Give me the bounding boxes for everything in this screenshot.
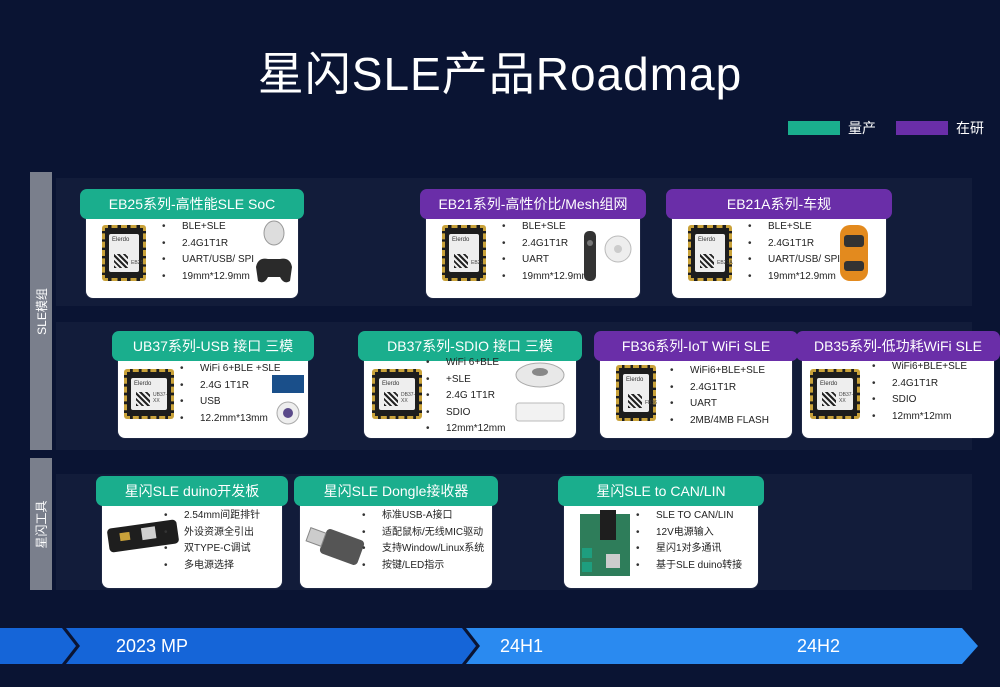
timeline-arrows [0,628,978,664]
legend-label: 在研 [956,120,984,136]
spec-list: WiFi6+BLE+SLE2.4G1T1RSDIO12mm*12mm [872,359,967,425]
card-title: DB35系列-低功耗WiFi SLE [796,331,1000,361]
legend-swatch-purple [896,121,948,135]
product-card-duino[interactable]: 星闪SLE duino开发板 2.54mm间距排针外设资源全引出双TYPE-C调… [96,476,288,588]
legend-item-in-development: 在研 [896,118,984,138]
dev-board-image [107,519,179,553]
spec-list: SLE TO CAN/LIN12V电源输入星闪1对多通讯基于SLE duino转… [636,508,742,574]
spec-list: WiFi 6+BLE +SLE2.4G 1T1RUSB12.2mm*13mm [180,361,281,427]
legend-swatch-green [788,121,840,135]
card-title: EB25系列-高性能SLE SoC [80,189,304,219]
spec-list: 2.54mm间距排针外设资源全引出双TYPE-C调试多电源选择 [164,508,260,574]
spec-list: BLE+SLE2.4G1T1RUART/USB/ SPI19mm*12.9mm [162,219,254,285]
product-card-dongle[interactable]: 星闪SLE Dongle接收器 标准USB-A接口适配鼠标/无线MIC驱动支持W… [294,476,498,588]
card-title: 星闪SLE Dongle接收器 [294,476,498,506]
monitor-and-camera-image [272,375,304,425]
card-title: EB21系列-高性价比/Mesh组网 [420,189,646,219]
timeline-label-24h2: 24H2 [797,635,841,656]
timeline: 2023 MP 24H1 24H2 [0,628,1000,664]
timeline-label-24h1: 24H1 [500,635,544,656]
card-title: FB36系列-IoT WiFi SLE [594,331,798,361]
page-title: 星闪SLE产品Roadmap [257,48,743,100]
legend-item-mass-production: 量产 [788,118,876,138]
legend: 量产 在研 [778,118,984,138]
spec-list: BLE+SLE2.4G1T1RUART19mm*12.9mm [502,219,590,285]
spec-list: BLE+SLE2.4G1T1RUART/USB/ SPI19mm*12.9mm [748,219,840,285]
car-image [840,225,868,281]
spec-list: WiFi6+BLE+SLE2.4G1T1RUART2MB/4MB FLASH [670,363,769,429]
card-title: EB21A系列-车规 [666,189,892,219]
spec-list: 标准USB-A接口适配鼠标/无线MIC驱动支持Window/Linux系统按键/… [362,508,484,574]
usb-dongle-image [305,527,365,565]
card-title: UB37系列-USB 接口 三模 [112,331,314,361]
spec-list: WiFi 6+BLE+SLE2.4G 1T1RSDIO12mm*12mm [426,355,505,438]
robot-vacuum-and-router-image [515,362,565,422]
remote-and-sensor-image [584,231,632,281]
mouse-and-gamepad-image [256,220,292,283]
can-board-image [580,510,630,576]
timeline-label-2023mp: 2023 MP [116,635,189,656]
card-title: 星闪SLE to CAN/LIN [558,476,764,506]
legend-label: 量产 [848,120,876,136]
product-card-can-lin[interactable]: 星闪SLE to CAN/LIN SLE TO CAN/LIN12V电源输入星闪… [558,476,764,588]
section-label-modules: SLE模组 [30,172,52,450]
card-title: 星闪SLE duino开发板 [96,476,288,506]
section-label-tools: 星闪工具 [30,458,52,590]
